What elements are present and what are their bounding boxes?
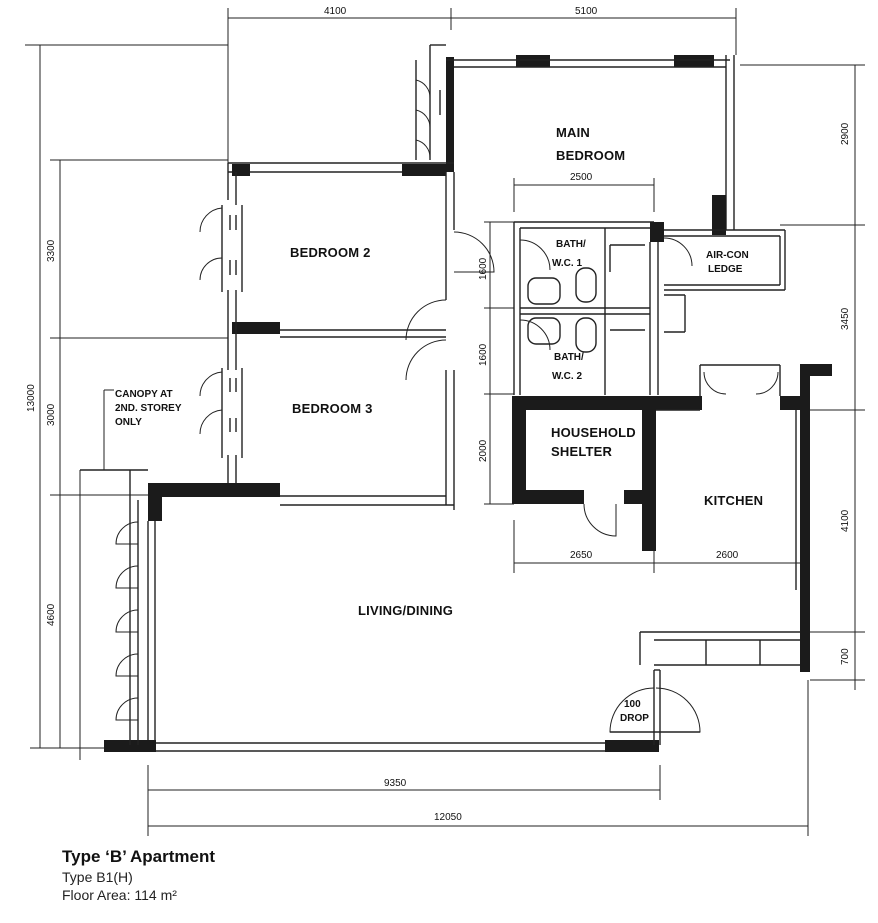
label-bedroom-3: BEDROOM 3 bbox=[292, 401, 373, 416]
label-main-bedroom-2: BEDROOM bbox=[556, 148, 625, 163]
dim-left-1: 3300 bbox=[46, 239, 57, 262]
floor-plan: MAIN BEDROOM BEDROOM 2 BEDROOM 3 BATH/ W… bbox=[25, 6, 865, 836]
dim-right-kitchen: 4100 bbox=[840, 509, 851, 532]
dim-top-left: 4100 bbox=[324, 6, 347, 17]
dim-right-bottom: 700 bbox=[840, 648, 851, 665]
label-aircon-a: AIR-CON bbox=[706, 250, 749, 261]
dim-bottom-total: 12050 bbox=[434, 812, 462, 823]
dimension-lines bbox=[25, 8, 865, 836]
room-labels: MAIN BEDROOM BEDROOM 2 BEDROOM 3 BATH/ W… bbox=[103, 125, 763, 724]
label-canopy-c: ONLY bbox=[115, 417, 142, 428]
label-kitchen: KITCHEN bbox=[704, 493, 763, 508]
label-canopy-b: 2ND. STOREY bbox=[115, 403, 182, 414]
dim-left-2: 3000 bbox=[46, 403, 57, 426]
dim-top-right: 5100 bbox=[575, 6, 598, 17]
windows bbox=[115, 60, 779, 733]
dim-right-mid: 3450 bbox=[840, 307, 851, 330]
dim-shelter-width: 2650 bbox=[570, 550, 593, 561]
plan-title: Type ‘B’ Apartment bbox=[62, 847, 216, 866]
dim-left-3: 4600 bbox=[46, 603, 57, 626]
label-bath-1-b: W.C. 1 bbox=[552, 258, 582, 269]
dim-bath-2: 1600 bbox=[478, 343, 489, 366]
label-drop-b: DROP bbox=[620, 713, 649, 724]
label-shelter-a: HOUSEHOLD bbox=[551, 425, 636, 440]
dim-shelter-height: 2000 bbox=[478, 439, 489, 462]
dim-main-bedroom-inner: 2500 bbox=[570, 172, 593, 183]
label-aircon-b: LEDGE bbox=[708, 264, 743, 275]
plan-caption: Type ‘B’ Apartment Type B1(H) Floor Area… bbox=[62, 846, 215, 904]
bath-fixtures bbox=[527, 244, 645, 353]
label-drop-a: 100 bbox=[624, 699, 641, 710]
plan-floor-area: Floor Area: 114 m² bbox=[62, 887, 177, 903]
dim-right-top: 2900 bbox=[840, 122, 851, 145]
label-bath-1-a: BATH/ bbox=[556, 239, 586, 250]
dim-bath-1: 1600 bbox=[478, 257, 489, 280]
dimension-labels: 4100 5100 2900 3450 4100 700 13000 3300 … bbox=[26, 6, 851, 823]
label-canopy-a: CANOPY AT bbox=[115, 389, 173, 400]
dim-left-total: 13000 bbox=[26, 384, 37, 412]
label-living-dining: LIVING/DINING bbox=[358, 603, 453, 618]
walls bbox=[80, 44, 832, 752]
dim-kitchen-width: 2600 bbox=[716, 550, 739, 561]
label-bath-2-a: BATH/ bbox=[554, 352, 584, 363]
label-bedroom-2: BEDROOM 2 bbox=[290, 245, 371, 260]
label-main-bedroom-1: MAIN bbox=[556, 125, 590, 140]
label-shelter-b: SHELTER bbox=[551, 444, 613, 459]
plan-type: Type B1(H) bbox=[62, 869, 133, 885]
dim-bottom-inner: 9350 bbox=[384, 778, 407, 789]
label-bath-2-b: W.C. 2 bbox=[552, 371, 582, 382]
